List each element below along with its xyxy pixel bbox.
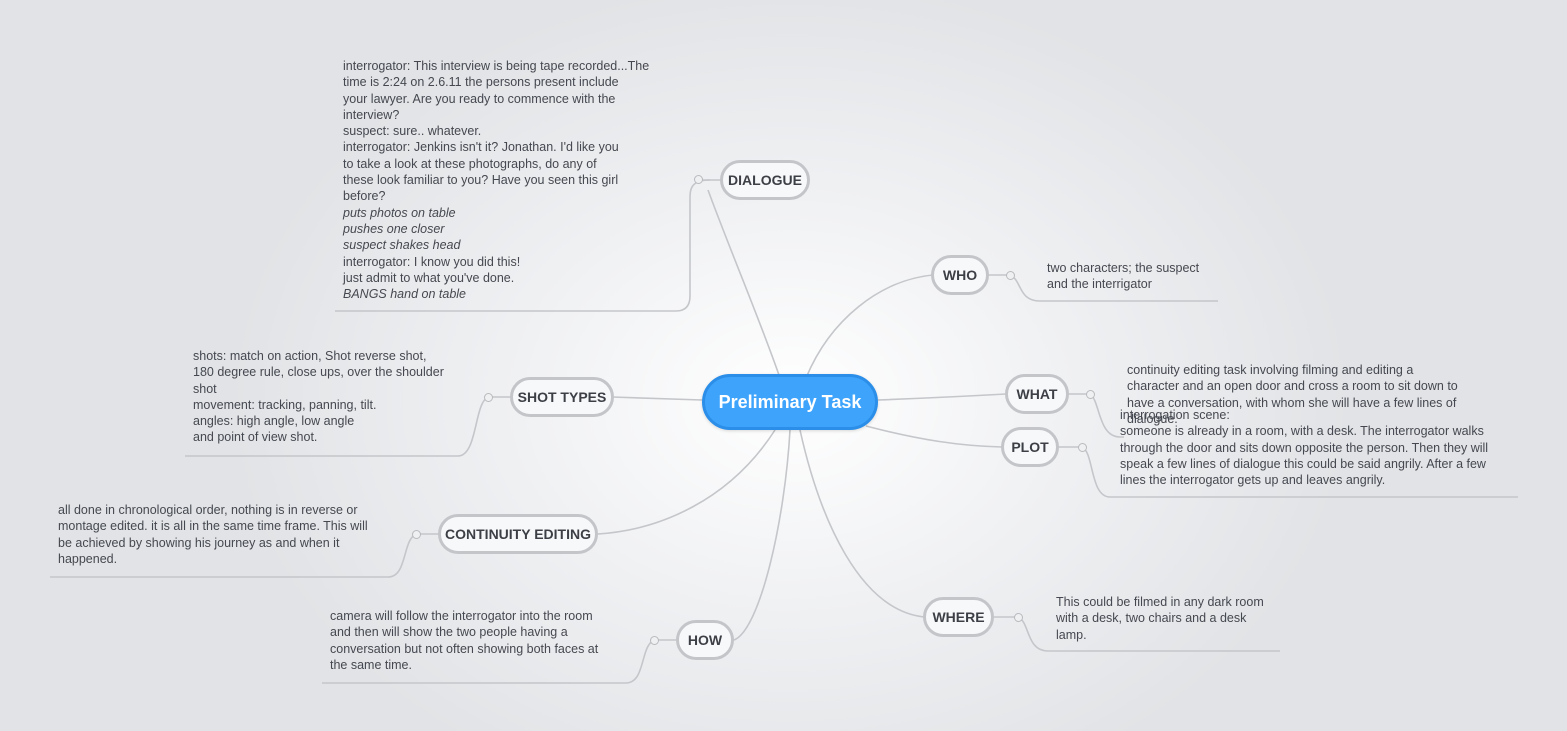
note-line: This could be filmed in any dark room — [1056, 595, 1264, 609]
note-line: all done in chronological order, nothing… — [58, 503, 358, 517]
topic-shot-types-label: SHOT TYPES — [517, 389, 607, 405]
note-line: someone is already in a room, with a des… — [1120, 424, 1484, 439]
note-line: your lawyer. Are you ready to commence w… — [343, 91, 616, 106]
note-line: time is 2:24 on 2.6.11 the persons prese… — [343, 75, 619, 90]
note-dialogue: interrogator: This interview is being ta… — [343, 58, 649, 302]
note-line: lamp. — [1056, 627, 1087, 642]
topic-where-label: WHERE — [932, 609, 985, 625]
collapse-knob-continuity-editing[interactable] — [412, 530, 421, 539]
note-line: continuity editing task involving filmin… — [1127, 363, 1414, 377]
topic-continuity-editing[interactable]: CONTINUITY EDITING — [438, 514, 598, 554]
topic-continuity-editing-label: CONTINUITY EDITING — [445, 526, 591, 542]
note-line: movement: tracking, panning, tilt. — [193, 397, 377, 412]
note-line: with a desk, two chairs and a desk — [1056, 611, 1247, 626]
topic-who-label: WHO — [942, 267, 978, 283]
note-line: shots: match on action, Shot reverse sho… — [193, 349, 427, 363]
note-line: the same time. — [330, 657, 412, 672]
note-line: interrogator: I know you did this! — [343, 254, 521, 269]
topic-what-label: WHAT — [1016, 386, 1058, 402]
note-line-italic: pushes one closer — [343, 221, 445, 236]
topic-who[interactable]: WHO — [931, 255, 989, 295]
note-line: conversation but not often showing both … — [330, 641, 599, 656]
central-topic-label: Preliminary Task — [718, 391, 862, 412]
note-line: and then will show the two people having… — [330, 625, 568, 640]
note-line-italic: puts photos on table — [343, 205, 456, 220]
note-shot-types: shots: match on action, Shot reverse sho… — [193, 348, 444, 446]
topic-how-label: HOW — [687, 632, 723, 648]
note-line: character and an open door and cross a r… — [1127, 379, 1458, 394]
note-line: speak a few lines of dialogue this could… — [1120, 456, 1486, 471]
collapse-knob-plot[interactable] — [1078, 443, 1087, 452]
collapse-knob-dialogue[interactable] — [694, 175, 703, 184]
note-line: and point of view shot. — [193, 430, 318, 445]
note-what: continuity editing task involving filmin… — [1127, 362, 1458, 427]
note-continuity-editing: all done in chronological order, nothing… — [58, 502, 368, 567]
note-line: interview? — [343, 107, 400, 122]
topic-plot-label: PLOT — [1011, 439, 1049, 455]
note-line: these look familiar to you? Have you see… — [343, 173, 619, 188]
collapse-knob-shot-types[interactable] — [484, 393, 493, 402]
topic-plot[interactable]: PLOT — [1001, 427, 1059, 467]
collapse-knob-how[interactable] — [650, 636, 659, 645]
note-line: and the interrigator — [1047, 277, 1152, 292]
topic-dialogue[interactable]: DIALOGUE — [720, 160, 810, 200]
note-line: have a conversation, with whom she will … — [1127, 395, 1457, 410]
note-line: through the door and sits down opposite … — [1120, 440, 1489, 455]
topic-where[interactable]: WHERE — [923, 597, 994, 637]
note-line: be achieved by showing his journey as an… — [58, 535, 340, 550]
note-plot: interrogation scene: someone is already … — [1120, 407, 1488, 488]
note-line: before? — [343, 189, 386, 204]
collapse-knob-who[interactable] — [1006, 271, 1015, 280]
topic-dialogue-label: DIALOGUE — [728, 172, 802, 188]
note-where: This could be filmed in any dark room wi… — [1056, 594, 1264, 643]
note-line: shot — [193, 381, 217, 396]
note-line-italic: BANGS hand on table — [343, 287, 466, 302]
central-topic[interactable]: Preliminary Task — [702, 374, 878, 430]
note-how: camera will follow the interrogator into… — [330, 608, 598, 673]
note-line: montage edited. it is all in the same ti… — [58, 519, 368, 534]
collapse-knob-where[interactable] — [1014, 613, 1023, 622]
note-line: interrogator: Jenkins isn't it? Jonathan… — [343, 140, 619, 155]
topic-what[interactable]: WHAT — [1005, 374, 1069, 414]
note-line: suspect: sure.. whatever. — [343, 124, 482, 139]
note-line: interrogation scene: — [1120, 408, 1230, 422]
note-line: angles: high angle, low angle — [193, 414, 355, 429]
note-line: dialogue. — [1127, 411, 1178, 426]
note-line: lines the interrogator gets up and leave… — [1120, 473, 1386, 488]
note-line: camera will follow the interrogator into… — [330, 609, 593, 623]
note-line-italic: suspect shakes head — [343, 238, 461, 253]
topic-how[interactable]: HOW — [676, 620, 734, 660]
note-line: interrogator: This interview is being ta… — [343, 59, 650, 73]
topic-shot-types[interactable]: SHOT TYPES — [510, 377, 614, 417]
note-line: just admit to what you've done. — [343, 270, 515, 285]
note-who: two characters; the suspect and the inte… — [1047, 260, 1199, 293]
collapse-knob-what[interactable] — [1086, 390, 1095, 399]
note-line: two characters; the suspect — [1047, 261, 1200, 275]
note-line: happened. — [58, 551, 118, 566]
note-line: to take a look at these photographs, do … — [343, 156, 597, 171]
note-line: 180 degree rule, close ups, over the sho… — [193, 365, 444, 380]
